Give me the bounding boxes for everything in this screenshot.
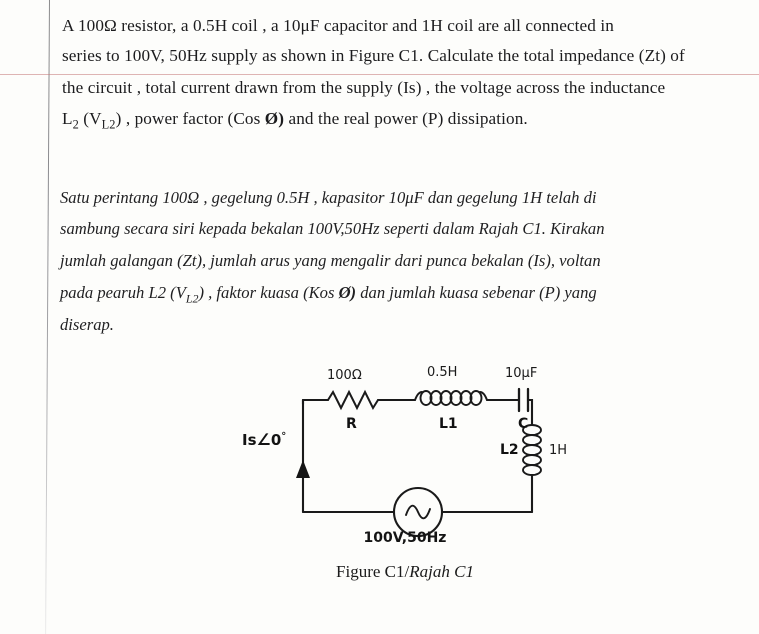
malay-line-5: diserap.	[60, 315, 114, 334]
inductor-L1-lead-right	[479, 391, 488, 401]
supply-current-phasor-label: Is∠0°	[242, 430, 286, 449]
figure-caption: Figure C1/Rajah C1	[230, 562, 580, 582]
malay-line-2: sambung secara siri kepada bekalan 100V,…	[60, 219, 605, 238]
malay-line-4: pada pearuh L2 (VL2) , faktor kuasa (Kos…	[60, 283, 597, 306]
inductor-L1-lead-left	[414, 391, 423, 401]
series-rlc-circuit-schematic: 100Ω 0.5H 10μF 1H R L1 C L2	[296, 365, 567, 538]
label-ref-C: C	[518, 416, 528, 432]
english-line-4-part-c: ) , power factor (Cos	[115, 109, 265, 128]
page-margin-line	[45, 0, 50, 634]
malay-line-3: jumlah galangan (Zt), jumlah arus yang m…	[60, 251, 601, 270]
figure-caption-roman: Figure C1/	[336, 562, 410, 581]
ac-source-label: 100V,50Hz	[363, 530, 447, 546]
current-symbol: Is	[242, 431, 257, 449]
red-ruled-line	[0, 74, 759, 75]
label-value-L1: 0.5H	[427, 365, 457, 380]
inductor-L2-symbol	[522, 424, 542, 476]
english-line-1: A 100Ω resistor, a 0.5H coil , a 10μF ca…	[62, 16, 614, 35]
ac-source-sine-glyph	[405, 504, 431, 520]
figure-caption-italic: Rajah C1	[409, 562, 474, 581]
english-line-4-part-e: and the real power (P) dissipation.	[284, 109, 528, 128]
resistor-symbol-R	[327, 389, 379, 411]
current-angle-value: 0	[270, 431, 282, 449]
malay-line-4-part-a: pada pearuh L2 (V	[60, 283, 186, 302]
malay-line-4-sub-a: L2	[185, 291, 199, 306]
malay-line-4-part-d: dan jumlah kuasa sebenar (P) yang	[356, 283, 597, 302]
english-phase-angle-symbol: Ø)	[264, 109, 285, 128]
english-line-4-sub-a: 2	[72, 117, 79, 132]
malay-line-1: Satu perintang 100Ω , gegelung 0.5H , ka…	[60, 188, 597, 207]
malay-phase-angle-symbol: Ø)	[338, 283, 357, 302]
label-value-R: 100Ω	[327, 368, 362, 383]
english-line-3: the circuit , total current drawn from t…	[62, 78, 666, 97]
current-direction-arrow	[296, 460, 310, 478]
label-ref-L1: L1	[439, 416, 458, 432]
english-line-4-part-b: (V	[78, 109, 102, 128]
angle-sign-icon: ∠	[256, 430, 271, 449]
english-line-4: L2 (VL2) , power factor (Cos Ø) and the …	[62, 109, 528, 132]
english-line-4-sub-b: L2	[101, 117, 116, 132]
malay-line-4-part-b: ) , faktor kuasa (Kos	[198, 283, 339, 302]
wire-top-right-corner	[526, 398, 534, 409]
label-value-C: 10μF	[505, 366, 537, 381]
label-ref-L2: L2	[500, 442, 519, 458]
label-value-L2: 1H	[549, 443, 567, 458]
english-line-2: series to 100V, 50Hz supply as shown in …	[62, 46, 685, 65]
label-ref-R: R	[346, 416, 357, 432]
degree-sign: °	[281, 431, 287, 442]
english-line-4-part-a: L	[62, 109, 73, 128]
inductor-L1-symbol	[419, 390, 483, 406]
circuit-diagram-figure: 100Ω 0.5H 10μF 1H R L1 C L2 100V,50Hz Is…	[230, 362, 580, 612]
